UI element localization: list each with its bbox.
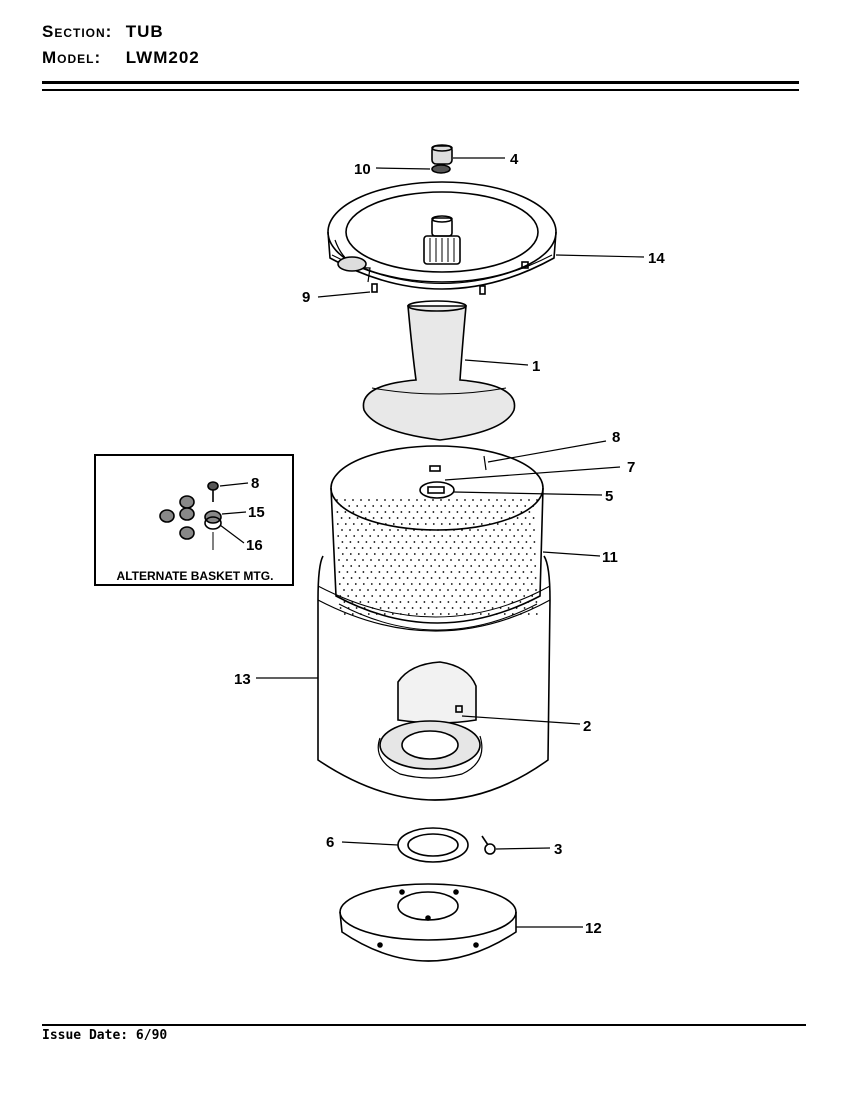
footer-rule	[42, 1024, 806, 1026]
part-screw	[481, 835, 496, 855]
callout-15: 15	[248, 504, 265, 521]
part-cap	[431, 144, 453, 165]
callout-12: 12	[585, 920, 602, 937]
section-value: TUB	[125, 22, 164, 41]
part-nut	[431, 164, 451, 174]
callout-8: 8	[612, 429, 620, 446]
callout-7: 7	[627, 459, 635, 476]
part-tub-ring	[327, 181, 557, 295]
callout-6: 6	[326, 834, 334, 851]
part-base-cover	[339, 883, 517, 962]
callout-labels: 4 10 14 9 1 8 7 5 11 13 2 6 3 12 8 15 16	[234, 151, 665, 937]
callout-4: 4	[510, 151, 519, 168]
callout-14: 14	[648, 250, 665, 267]
callout-2: 2	[583, 718, 591, 735]
model-title: Model: LWM202	[42, 48, 200, 68]
leader-lines	[219, 157, 645, 928]
callout-5: 5	[605, 488, 613, 505]
inset-parts	[159, 481, 222, 550]
part-shaft	[423, 215, 461, 265]
header-rule-thin	[42, 89, 799, 91]
issue-date: Issue Date: 6/90	[42, 1028, 168, 1043]
inset-caption: ALTERNATE BASKET MTG.	[116, 569, 274, 583]
callout-11: 11	[602, 549, 618, 566]
callout-10: 10	[354, 161, 371, 178]
section-title: Section: TUB	[42, 22, 164, 42]
section-label: Section:	[42, 22, 113, 41]
callout-16: 16	[246, 537, 263, 554]
part-drive-hub	[377, 661, 483, 779]
inset-frame	[94, 454, 294, 586]
basket-perforations	[336, 499, 538, 615]
part-agitator	[362, 300, 516, 441]
model-label: Model:	[42, 48, 102, 67]
model-value: LWM202	[125, 48, 200, 67]
header-rule-thick	[42, 81, 799, 84]
part-gasket	[397, 827, 469, 863]
part-outer-tub	[317, 555, 551, 801]
callout-13: 13	[234, 671, 251, 688]
callout-9: 9	[302, 289, 310, 306]
callout-1: 1	[532, 358, 540, 375]
callout-8-inset: 8	[251, 475, 259, 492]
part-basket	[330, 445, 544, 631]
callout-3: 3	[554, 841, 562, 858]
